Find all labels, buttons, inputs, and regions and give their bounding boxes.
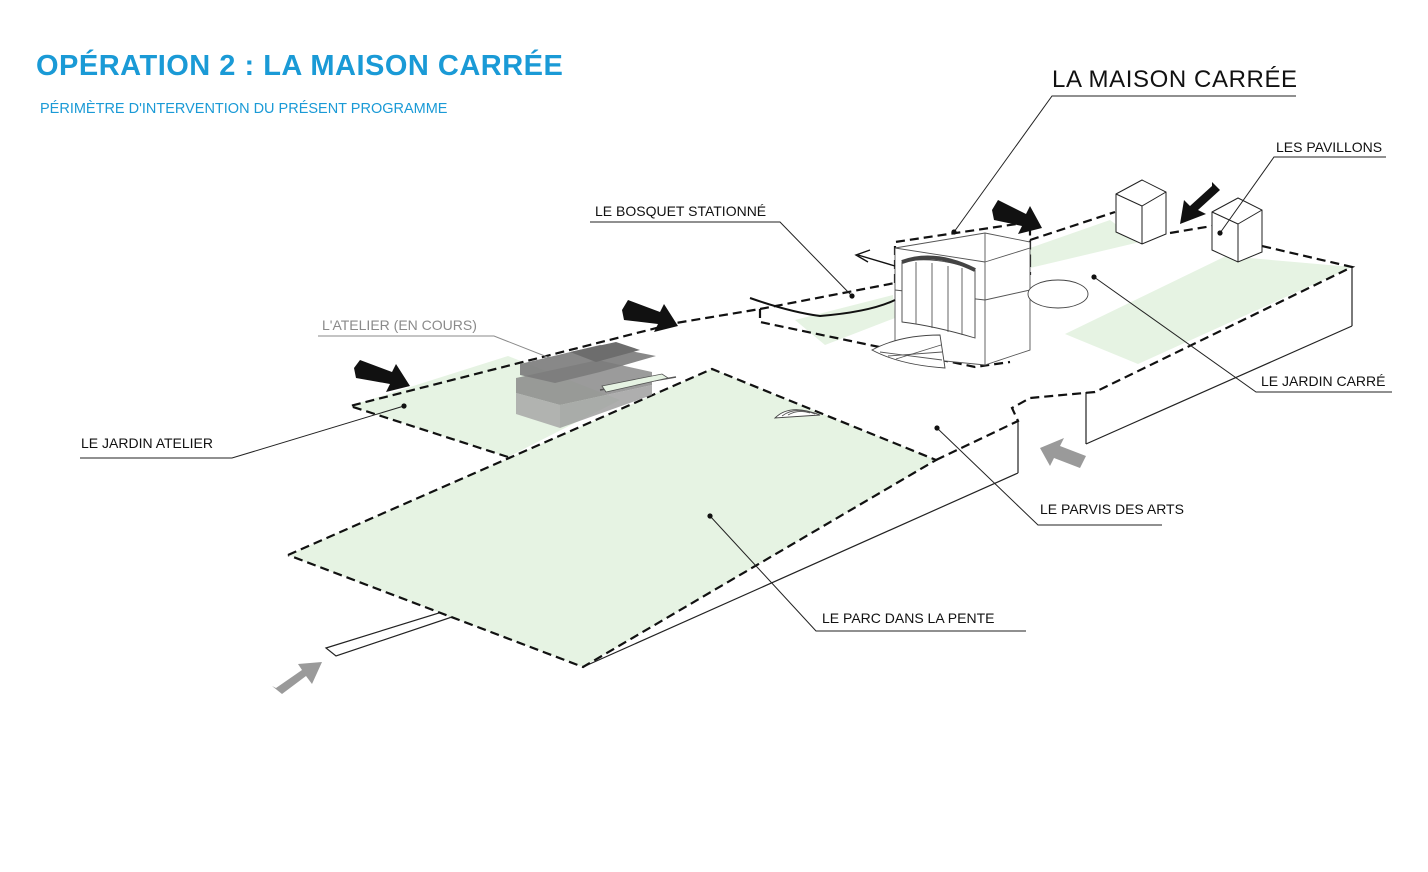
jardin-carre-top-area (1030, 220, 1140, 268)
atelier-building (516, 342, 677, 428)
arrow-parc-entry-icon (272, 662, 322, 694)
label-atelier: L'ATELIER (EN COURS) (322, 317, 477, 333)
bosquet-area (795, 295, 895, 345)
leader-dots (401, 229, 1223, 519)
parc-dans-la-pente-area (288, 369, 936, 667)
label-jardin-atelier: LE JARDIN ATELIER (81, 435, 214, 451)
garden-areas (288, 220, 1352, 667)
page-title: OPÉRATION 2 : LA MAISON CARRÉE (36, 50, 564, 82)
arrow-jardin-atelier-icon (354, 360, 410, 392)
arrow-parvis-icon (1040, 438, 1086, 468)
access-arrows (272, 182, 1220, 694)
page-subtitle: PÉRIMÈTRE D'INTERVENTION DU PRÉSENT PROG… (40, 101, 448, 117)
leader-lines (80, 95, 1392, 632)
label-maison-carree: LA MAISON CARRÉE (1052, 66, 1298, 93)
label-pavillons: LES PAVILLONS (1276, 139, 1383, 155)
pavillons-buildings (1115, 179, 1263, 263)
label-bosquet: LE BOSQUET STATIONNÉ (595, 203, 767, 219)
arrow-maison-carree-icon (992, 200, 1042, 234)
label-parvis: LE PARVIS DES ARTS (1040, 501, 1184, 517)
label-jardin-carre: LE JARDIN CARRÉ (1261, 373, 1386, 389)
jardin-carre-area (1065, 256, 1352, 364)
label-parc: LE PARC DANS LA PENTE (822, 610, 995, 626)
maison-carree-building (749, 232, 1089, 419)
arrow-bosquet-icon (622, 300, 678, 332)
arrow-pavillons-icon (1180, 182, 1220, 224)
